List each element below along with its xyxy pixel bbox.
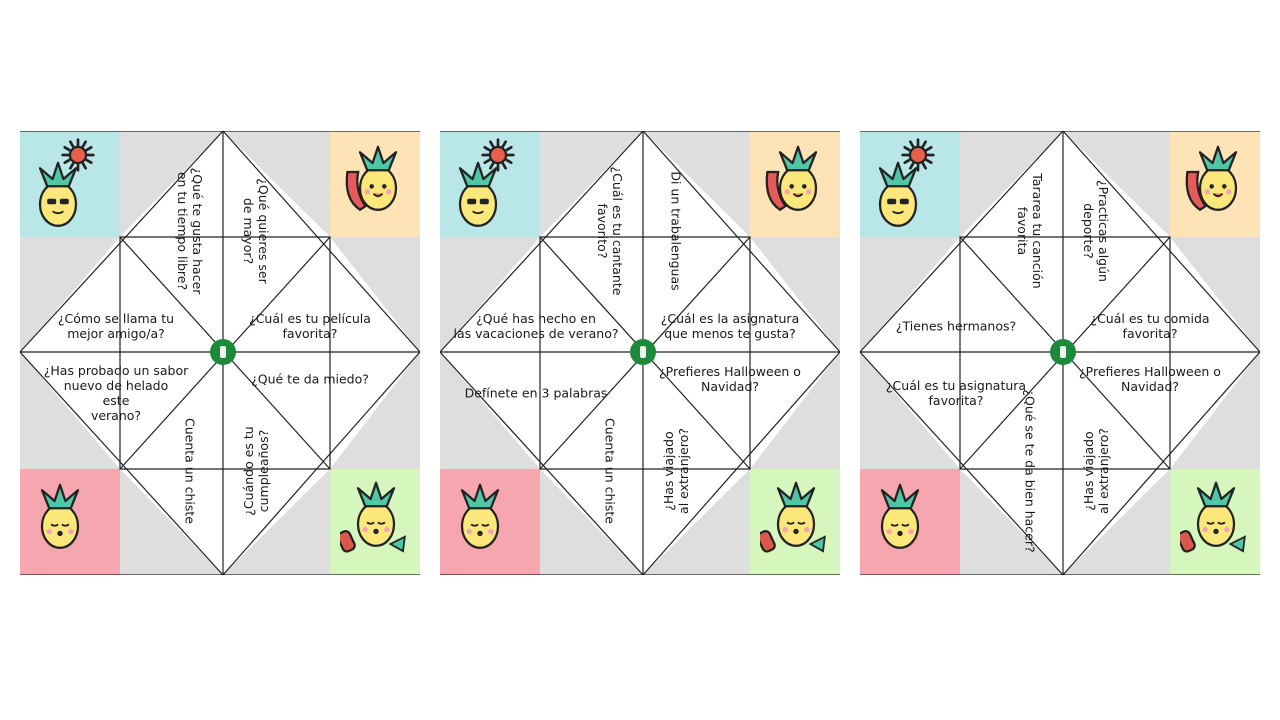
pineapple-sleeping-icon xyxy=(444,483,516,559)
question-bottom-left: Cuenta un chiste xyxy=(182,418,198,524)
pineapple-sunglasses-icon xyxy=(862,161,934,237)
sun-icon xyxy=(60,137,96,177)
pineapple-surfboard-icon xyxy=(762,145,834,221)
question-left-bottom: Defínete en 3 palabras xyxy=(464,385,608,401)
school-logo-icon xyxy=(630,339,656,365)
pineapple-popsicle-icon xyxy=(1176,481,1252,557)
pineapple-sleeping-icon xyxy=(864,483,936,559)
question-bottom-left: ¿Qué se te da bien hacer? xyxy=(1022,389,1038,553)
pineapple-sunglasses-icon xyxy=(22,161,94,237)
pineapple-surfboard-icon xyxy=(342,145,414,221)
pineapple-sunglasses-icon xyxy=(442,161,514,237)
pineapple-sleeping-icon xyxy=(24,483,96,559)
school-logo-icon xyxy=(210,339,236,365)
pineapple-popsicle-icon xyxy=(336,481,412,557)
question-right-bottom: ¿Qué te da miedo? xyxy=(251,371,369,387)
pineapple-surfboard-icon xyxy=(1182,145,1254,221)
pineapple-popsicle-icon xyxy=(756,481,832,557)
sun-icon xyxy=(480,137,516,177)
school-logo-icon xyxy=(1050,339,1076,365)
sun-icon xyxy=(900,137,936,177)
question-top-right: Di un trabalenguas xyxy=(668,171,684,291)
question-bottom-left: Cuenta un chiste xyxy=(602,418,618,524)
question-left-top: ¿Tienes hermanos? xyxy=(895,318,1017,334)
